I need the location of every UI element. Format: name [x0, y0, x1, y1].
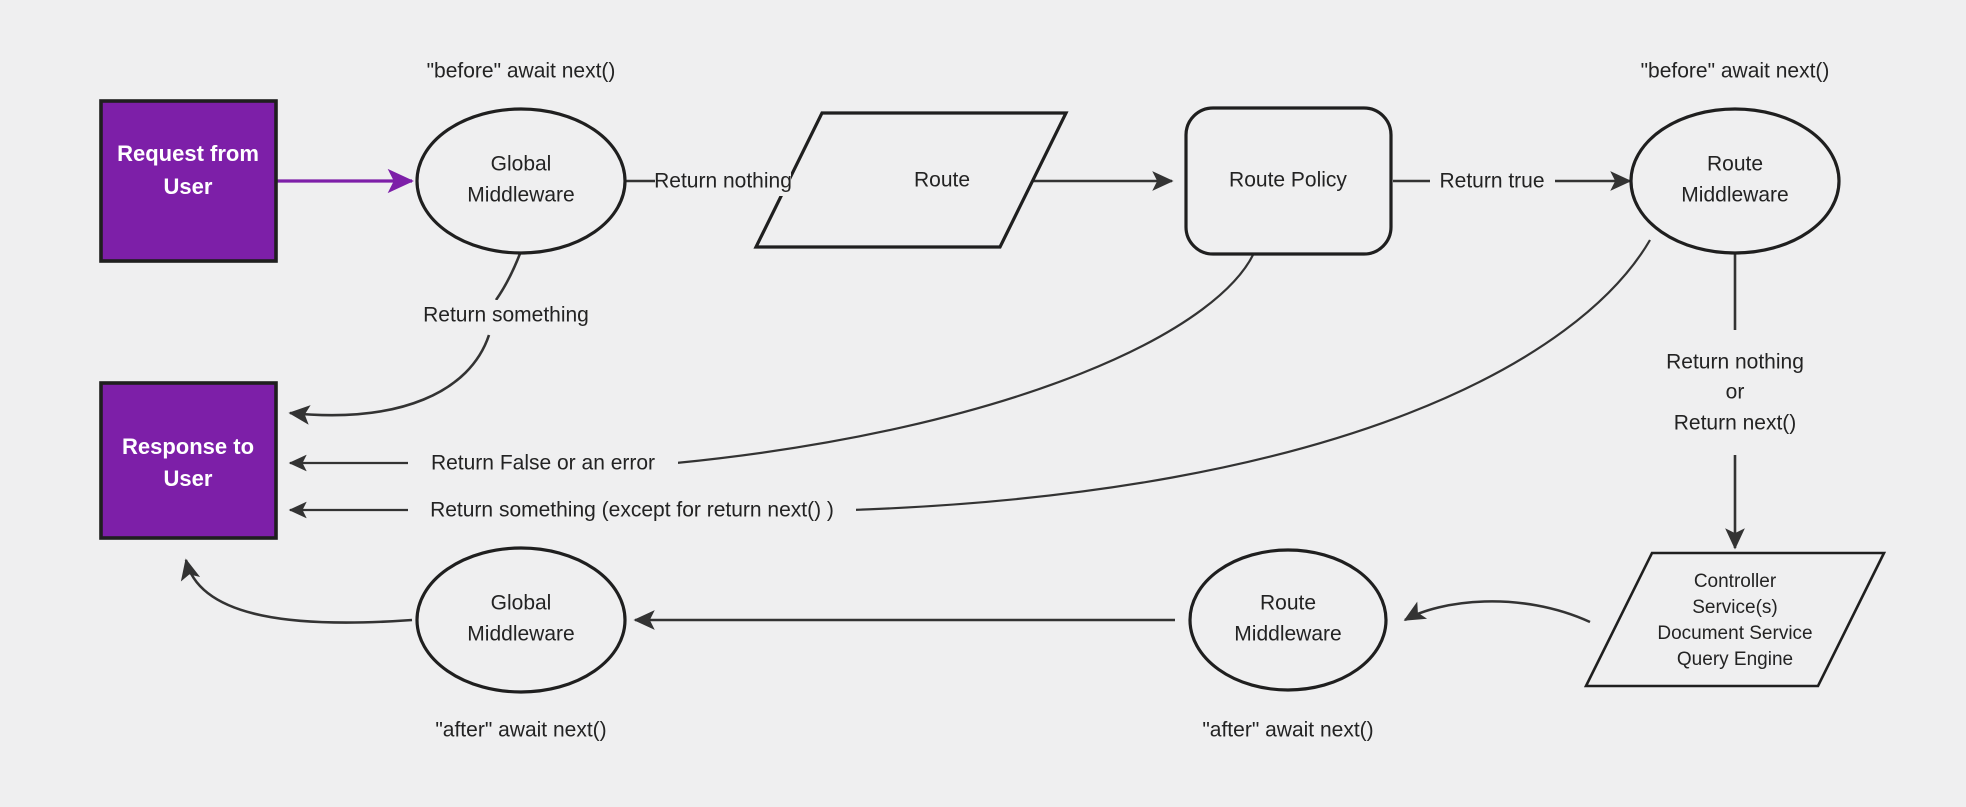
label-bg-return-something-except: [408, 495, 856, 527]
controller-line-2: Service(s): [1692, 597, 1778, 618]
node-route[interactable]: Route: [753, 111, 1069, 249]
global-mw-bottom-line-2: Middleware: [467, 623, 574, 646]
route-mw-top-line-2: Middleware: [1681, 184, 1788, 207]
label-bg-return-nothing: [655, 166, 791, 196]
edge-global-mw-stub-return-something: [494, 250, 523, 301]
edge-label-return-something-except: Return something (except for return next…: [430, 499, 834, 522]
node-route-middleware-top[interactable]: Route Middleware: [1629, 107, 1841, 255]
annotation-before-route-middleware: "before" await next(): [1641, 60, 1830, 83]
edge-label-return-true: Return true: [1439, 170, 1544, 193]
edge-label-return-nothing: Return nothing: [654, 170, 792, 193]
edge-controller-to-route-middleware-bottom: [1403, 600, 1591, 624]
annotation-before-global-middleware: "before" await next(): [427, 60, 616, 83]
edge-global-mw-bottom-to-response: [180, 558, 413, 624]
edge-route-mw-to-label-return-something-except: [850, 239, 1651, 512]
controller-line-1: Controller: [1694, 571, 1777, 592]
edge-label-return-nothing-or-next-line-2: or: [1726, 381, 1745, 404]
edge-label-return-nothing-or-next-line-3: Return next(): [1674, 412, 1797, 435]
node-route-policy[interactable]: Route Policy: [1184, 106, 1393, 256]
route-policy-label: Route Policy: [1229, 169, 1347, 192]
edge-route-policy-to-label-return-false: [675, 242, 1260, 465]
response-box-line-2: User: [164, 466, 213, 491]
route-mw-bottom-line-2: Middleware: [1234, 623, 1341, 646]
node-request-from-user[interactable]: Request from User: [99, 99, 278, 263]
node-response-to-user[interactable]: Response to User: [99, 381, 278, 540]
node-route-middleware-bottom[interactable]: Route Middleware: [1188, 548, 1388, 692]
response-box-line-1: Response to: [122, 434, 254, 459]
controller-line-4: Query Engine: [1677, 649, 1793, 670]
node-controller-services[interactable]: Controller Service(s) Document Service Q…: [1583, 551, 1887, 688]
global-mw-top-line-2: Middleware: [467, 184, 574, 207]
edge-label-return-nothing-or-next-line-1: Return nothing: [1666, 351, 1804, 374]
annotation-after-global-middleware: "after" await next(): [435, 719, 606, 742]
edge-label-return-something: Return something: [423, 304, 589, 327]
label-bg-return-true: [1430, 166, 1555, 196]
node-global-middleware-bottom[interactable]: Global Middleware: [415, 546, 627, 694]
node-global-middleware-top[interactable]: Global Middleware: [415, 107, 627, 255]
label-bg-return-false-or-error: [408, 448, 678, 480]
global-mw-bottom-line-1: Global: [491, 592, 552, 615]
label-bg-return-something: [410, 300, 600, 332]
controller-line-3: Document Service: [1657, 623, 1812, 644]
edge-return-something-to-response: [288, 334, 491, 425]
label-bg-return-nothing-or-next: [1640, 345, 1830, 455]
request-box-line-2: User: [164, 174, 213, 199]
route-mw-bottom-line-1: Route: [1260, 592, 1316, 615]
edge-label-return-false-or-error: Return False or an error: [431, 452, 655, 475]
global-mw-top-line-1: Global: [491, 153, 552, 176]
request-box-line-1: Request from: [117, 141, 259, 166]
route-label: Route: [914, 169, 970, 192]
route-mw-top-line-1: Route: [1707, 153, 1763, 176]
annotation-after-route-middleware: "after" await next(): [1202, 719, 1373, 742]
